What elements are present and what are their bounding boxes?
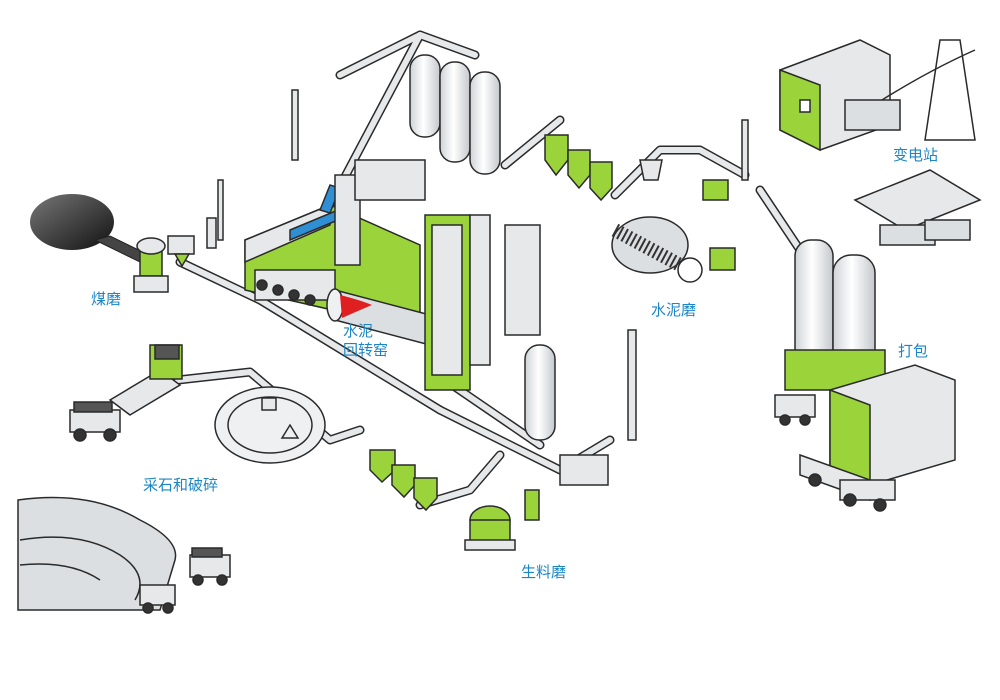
cement-silos: [784, 239, 886, 391]
substation: [779, 39, 976, 152]
kiln-stacks: [291, 89, 749, 441]
label-quarry: 采石和破碎: [143, 476, 219, 494]
clinker-silos: [409, 54, 501, 175]
crusher: [108, 344, 326, 464]
label-rotary-kiln: 水泥 回转窑: [343, 322, 388, 360]
label-coal-mill: 煤磨: [91, 290, 122, 308]
label-rotary-kiln-line1: 水泥: [343, 322, 374, 340]
raw-mill: [369, 449, 609, 551]
label-cement-mill: 水泥磨: [651, 301, 697, 319]
coal-pile: [30, 194, 157, 263]
cement-hoppers: [544, 134, 613, 202]
label-substation: 变电站: [893, 146, 939, 164]
bulk-truck: [799, 453, 896, 512]
quarry-hills: [17, 496, 177, 611]
preheater-towers: [334, 159, 541, 391]
packing-house: [774, 364, 956, 487]
transformer-bank: [853, 169, 982, 246]
label-raw-mill: 生料磨: [521, 563, 567, 581]
dump-truck: [69, 401, 121, 442]
cement-mill: [611, 159, 736, 283]
raw-meal-silo: [524, 344, 556, 441]
label-packing: 打包: [898, 342, 929, 360]
label-rotary-kiln-line2: 回转窑: [343, 341, 389, 359]
coal-mill: [133, 179, 224, 293]
rotary-kiln: [326, 288, 431, 346]
loader-truck: [139, 547, 231, 614]
